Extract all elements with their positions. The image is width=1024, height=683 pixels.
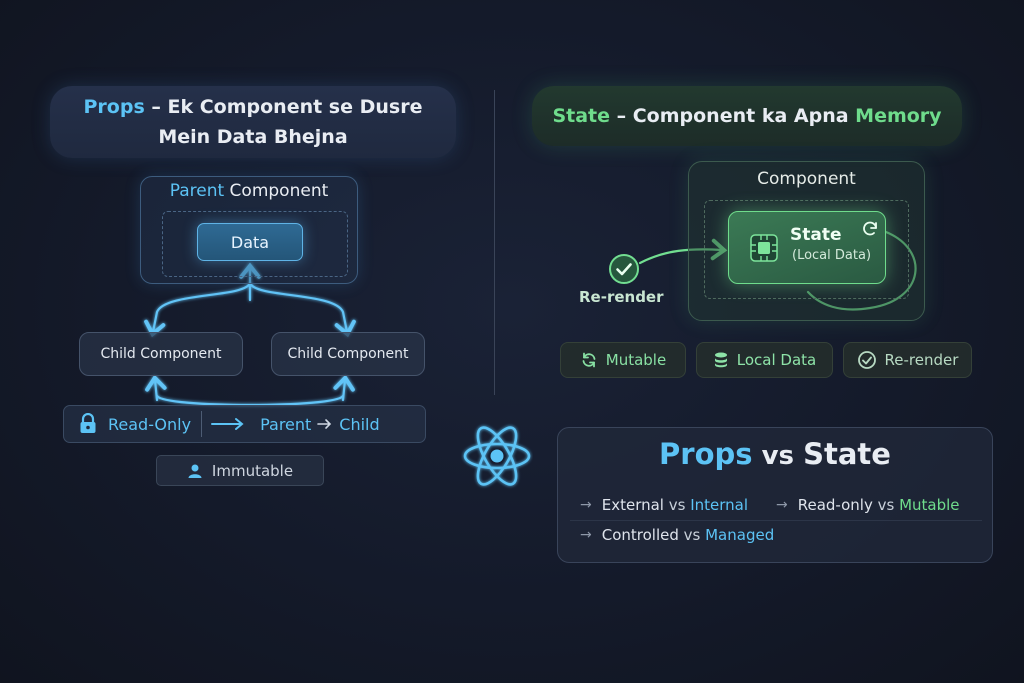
state-header-word: State [552,105,610,127]
arrow-right-icon [211,418,244,430]
readonly-separator [201,411,203,437]
props-header-word: Props [83,96,145,118]
comparison-row-external: → External vs Internal [580,496,749,514]
data-node: Data [197,223,303,261]
comparison-row-controlled: → Controlled vs Managed [580,526,775,544]
mutable-pill: Mutable [560,342,686,378]
child-component-1: Child Component [79,332,243,376]
readonly-label: Read-Only [108,414,192,434]
local-data-pill: Local Data [696,342,833,378]
child-component-2: Child Component [271,332,425,376]
react-logo-icon [463,426,531,486]
lock-icon [80,413,96,433]
immutable-bar: Immutable [156,455,324,486]
rerender-label: Re-render [579,288,664,306]
rerender-pill: Re-render [843,342,972,378]
arrow-right-icon: → [580,497,592,513]
props-header-line2: Mein Data Bhejna [158,126,348,148]
readonly-bar: Read-Only Parent Child [63,405,426,443]
arrow-right-icon: → [580,527,592,543]
arrow-right-icon [317,419,332,429]
state-component-title: Component [757,169,856,189]
state-title: State [790,225,842,245]
state-header-word2: Memory [855,105,942,127]
props-flow-arrows [144,262,356,407]
state-header: State – Component ka Apna Memory [532,86,962,146]
local-data-pill-label: Local Data [736,351,817,369]
props-header-rest: – Ek Component se Dusre [144,96,423,118]
check-circle-icon [857,351,876,369]
state-inner-frame [704,200,909,299]
arrow-right-icon: → [776,497,788,513]
flow-parent-label: Parent [260,414,312,434]
refresh-icon [863,221,877,236]
database-icon [714,352,727,368]
state-flow-arrows [638,230,917,311]
rerender-pill-label: Re-render [884,351,959,369]
props-header: Props – Ek Component se Dusre Mein Data … [50,86,456,158]
flow-child-label: Child [339,414,380,434]
parent-inner-frame [162,211,348,277]
refresh-icon [582,352,596,368]
comparison-row-readonly: → Read-only vs Mutable [776,496,960,514]
section-divider [494,90,495,395]
user-icon [188,464,202,478]
comparison-title: Props vs State [659,437,891,471]
comparison-panel [557,427,993,563]
comparison-separator [570,520,982,521]
state-subtitle: (Local Data) [792,248,872,263]
check-circle-icon [609,254,639,284]
state-header-middle: – Component ka Apna [610,105,856,127]
immutable-label: Immutable [211,461,294,480]
chip-icon [750,234,778,262]
mutable-pill-label: Mutable [605,351,667,369]
parent-component-title: Parent Component [169,181,329,201]
